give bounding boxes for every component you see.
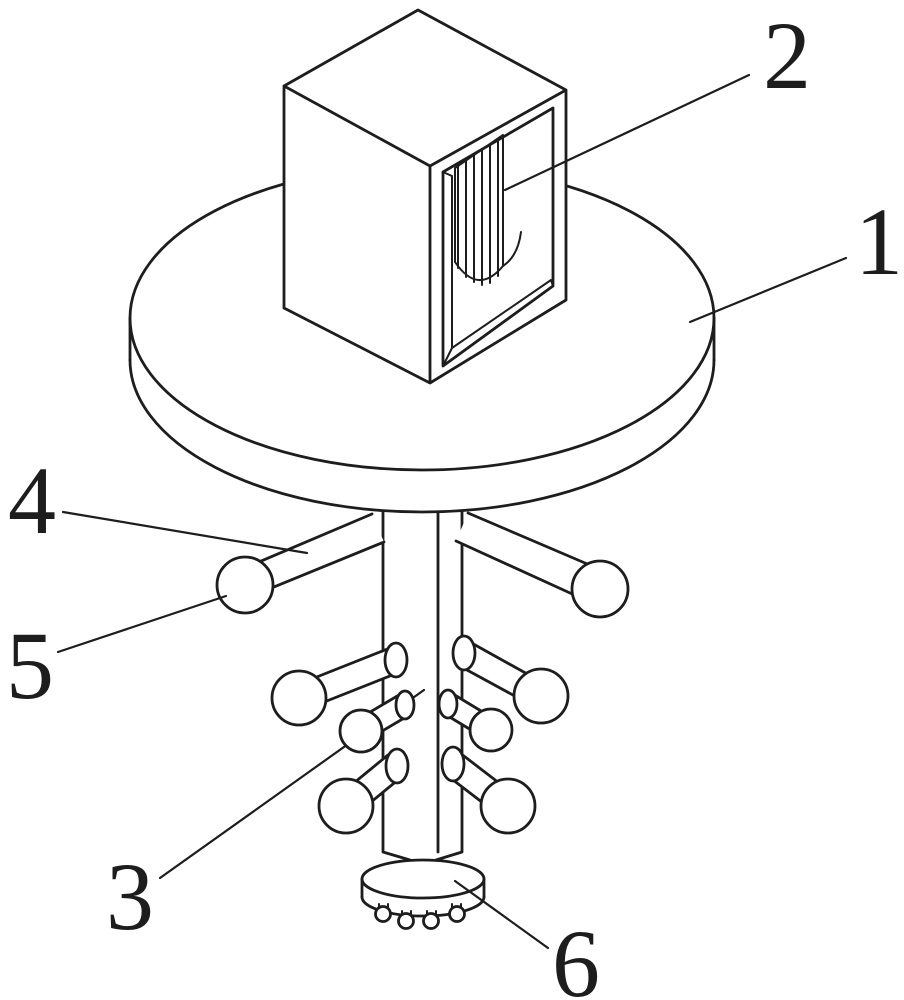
- arm-end-cap-low-right: [479, 777, 537, 835]
- disc-side-edges: [128, 316, 716, 362]
- bottom-disc-sides: [360, 877, 486, 899]
- box-outline: [282, 8, 568, 385]
- arm-joint: [437, 688, 459, 720]
- bottom-disc-rim: [360, 895, 486, 918]
- leader-line-5: [56, 594, 228, 654]
- part-labels: 2 1 4 5 3 6: [6, 2, 903, 1000]
- arm-low-left: [317, 747, 410, 835]
- nozzle: [448, 905, 466, 923]
- arm-joint: [440, 745, 466, 783]
- arm-end-cap-mid-left: [270, 669, 328, 727]
- arm-joint: [383, 641, 409, 679]
- arm-mid-inner-left: [338, 689, 416, 754]
- mixing-arms: [215, 511, 630, 835]
- leader-line-2: [503, 73, 751, 192]
- arm-end-cap-top-left: [215, 555, 275, 615]
- disc-bottom-rim: [128, 358, 716, 514]
- arm-top-left: [215, 512, 386, 615]
- arm-end-cap-mid-inner-left: [338, 708, 384, 754]
- arm-end-cap-low-left: [317, 777, 375, 835]
- arm-top-right: [454, 511, 630, 619]
- central-shaft: [381, 509, 464, 874]
- arm-end-cap-mid-inner-right: [468, 707, 514, 753]
- part-label-6: 6: [552, 910, 600, 1000]
- arm-joint: [451, 634, 477, 672]
- arm-joint: [394, 689, 416, 721]
- nozzle: [422, 912, 440, 930]
- housing-box: [282, 8, 568, 385]
- filter-slats: [454, 134, 522, 286]
- part-label-4: 4: [8, 447, 56, 554]
- spray-nozzles: [374, 903, 466, 930]
- part-label-5: 5: [6, 612, 54, 719]
- part-label-1: 1: [855, 188, 903, 295]
- arm-joint: [384, 747, 410, 785]
- arm-mid-inner-right: [437, 688, 514, 753]
- leader-line-1: [688, 256, 848, 324]
- nozzle: [374, 905, 392, 923]
- bottom-disc: [360, 858, 486, 930]
- arm-end-cap-top-right: [570, 559, 630, 619]
- part-label-2: 2: [763, 2, 811, 109]
- arm-mid-left: [270, 641, 409, 727]
- arm-end-cap-mid-right: [512, 667, 570, 725]
- part-label-3: 3: [106, 843, 154, 950]
- arm-mid-right: [451, 634, 570, 725]
- leader-line-6: [453, 879, 550, 950]
- box-recess-walls: [442, 171, 554, 367]
- shaft-edges: [381, 509, 464, 874]
- leader-lines: [56, 73, 848, 950]
- leader-line-4: [61, 510, 309, 555]
- arm-low-right: [440, 745, 537, 835]
- nozzle: [397, 912, 415, 930]
- curved-vane: [454, 231, 522, 282]
